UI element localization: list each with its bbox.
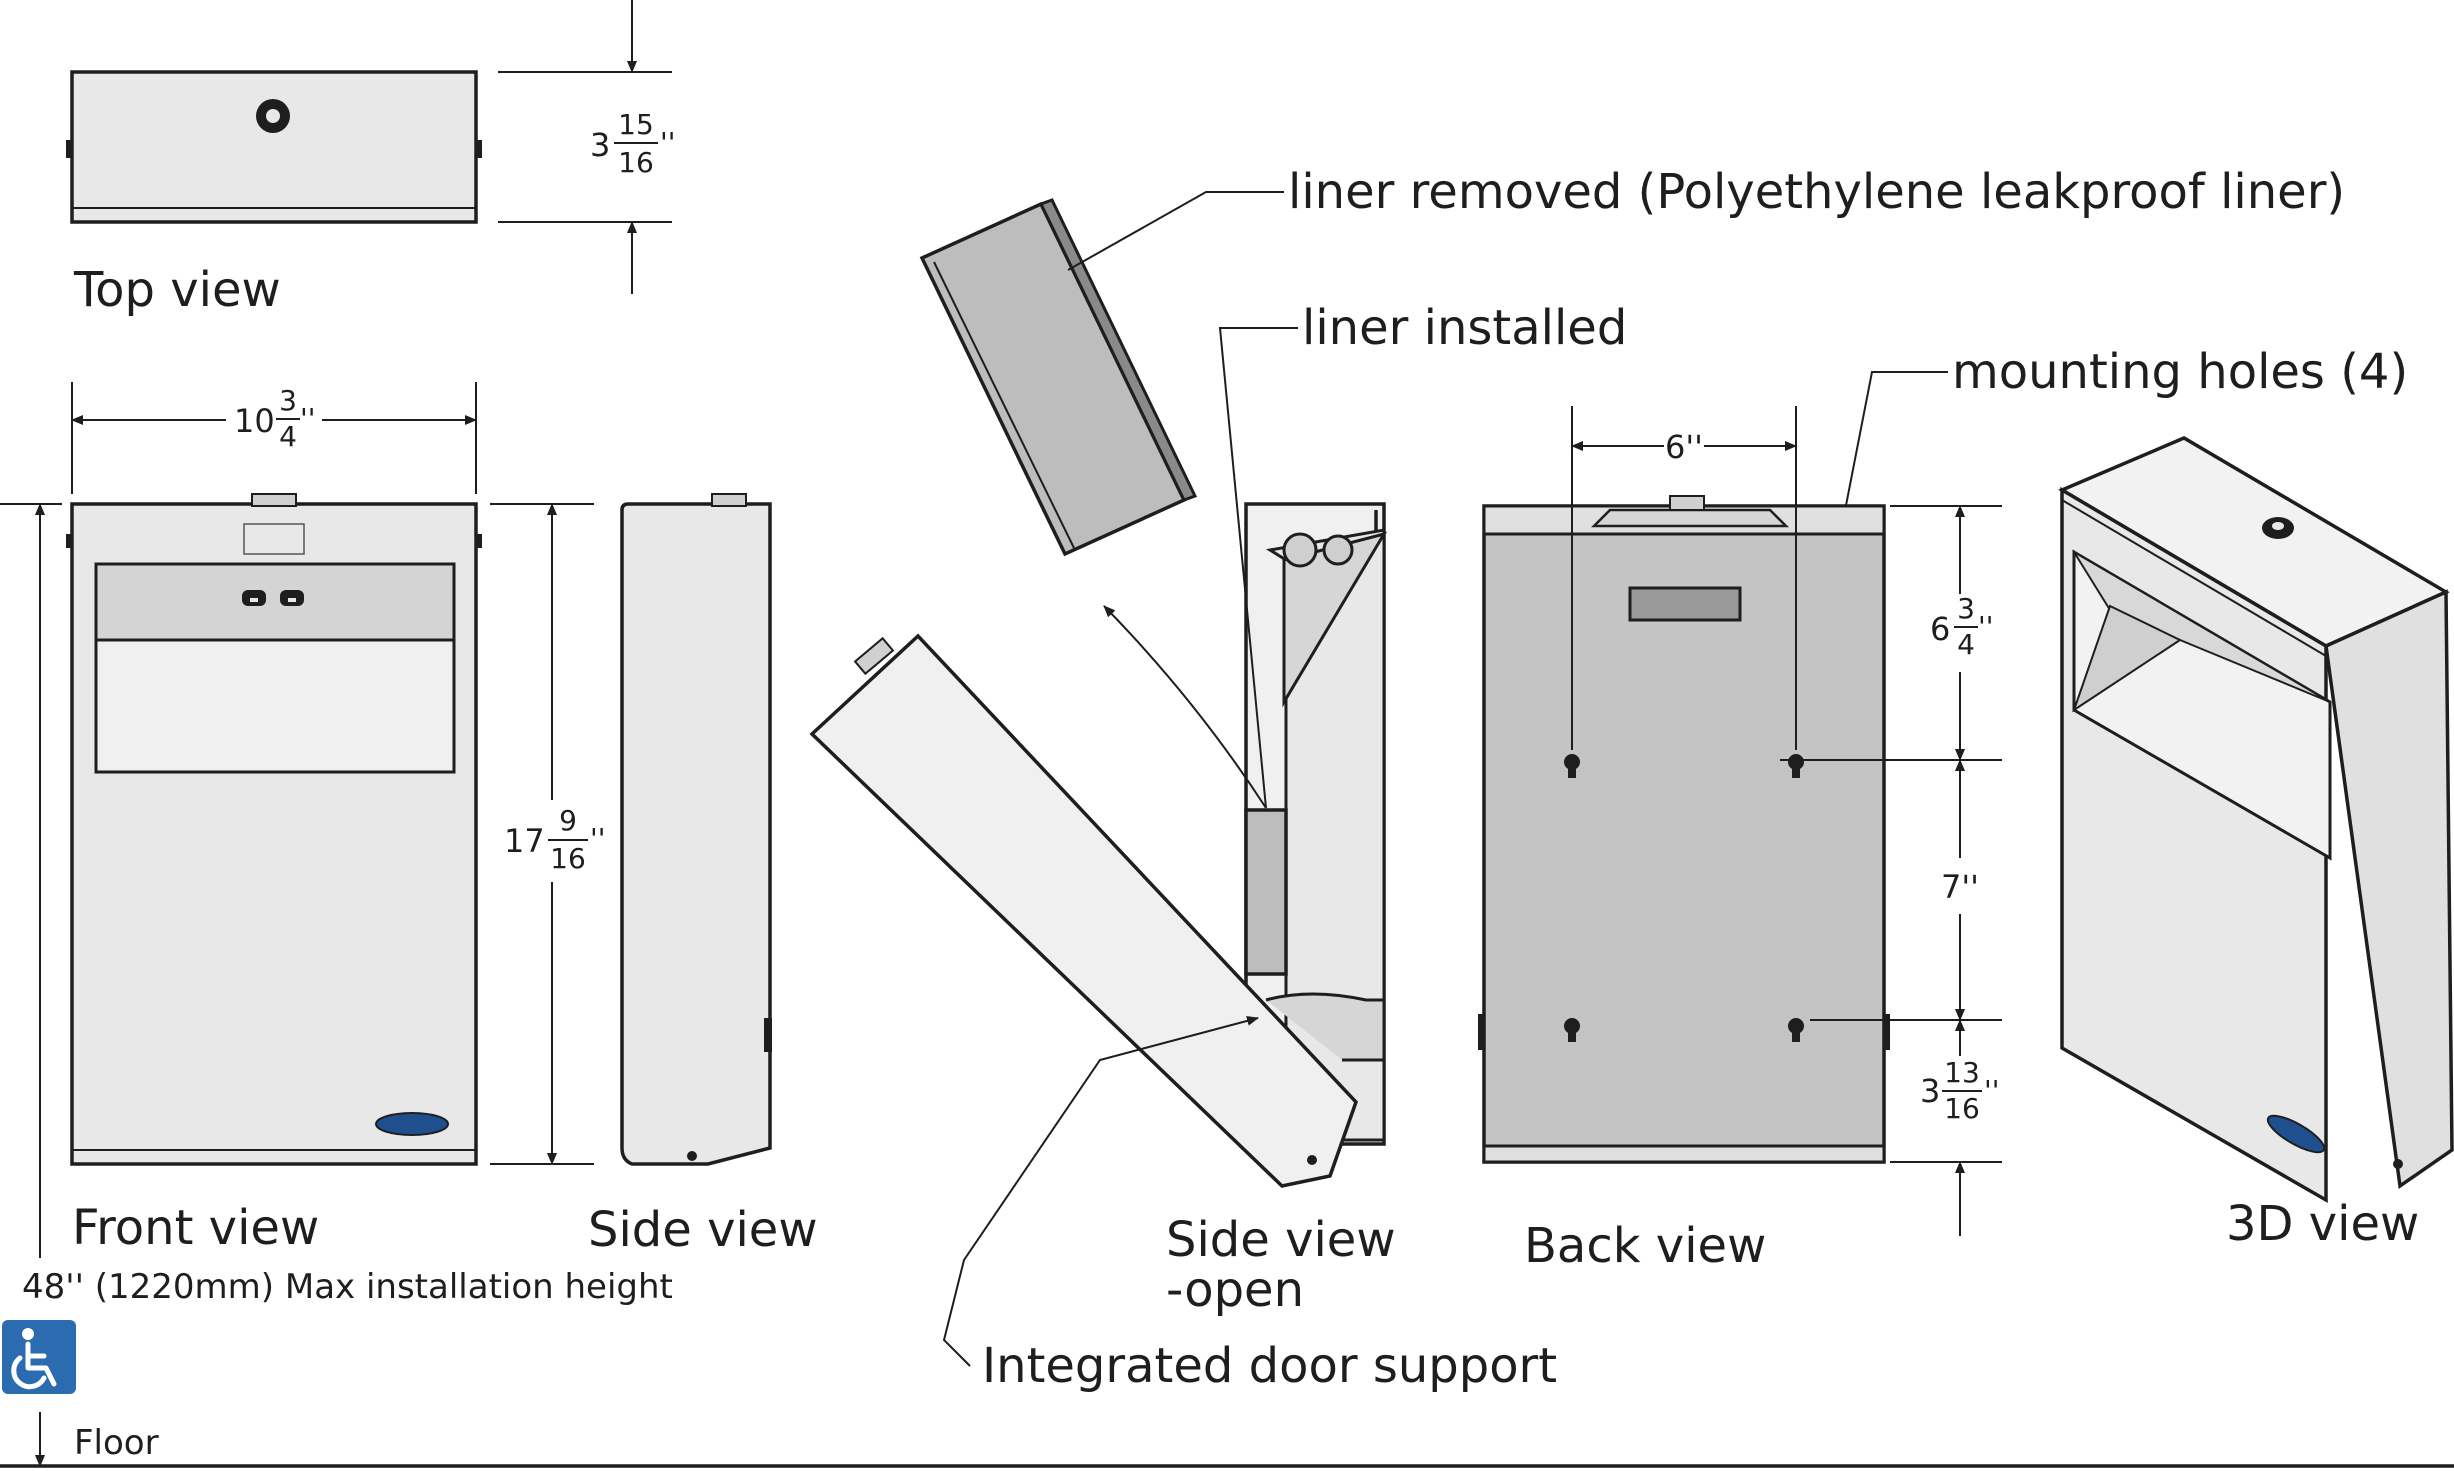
liner-removed-callout: liner removed (Polyethylene leakproof li… xyxy=(1288,164,2345,220)
front-width-den: 4 xyxy=(279,420,297,453)
mounting-hole-icon xyxy=(1564,754,1580,778)
front-width-whole: 10 xyxy=(234,402,275,440)
integrated-door-support xyxy=(1265,992,1386,1062)
front-width-dimension: 10 3 4 '' xyxy=(71,382,477,494)
back-view xyxy=(1478,495,1890,1164)
liner-removal-arrow xyxy=(1103,605,1267,809)
three-d-side xyxy=(2324,589,2454,1190)
back-bottom-whole: 3 xyxy=(1920,1072,1940,1110)
lock-keyhole xyxy=(266,109,280,123)
back-mid-text: 7'' xyxy=(1941,868,1979,906)
top-view-hinge-left xyxy=(66,140,72,158)
back-top-num: 3 xyxy=(1957,592,1975,625)
height-num: 9 xyxy=(559,804,577,837)
floor-label: Floor xyxy=(74,1423,159,1463)
top-depth-dimension: 3 15 16 '' xyxy=(498,0,675,294)
front-view xyxy=(66,493,482,1166)
door-support-callout: Integrated door support xyxy=(982,1338,1557,1394)
height-whole: 17 xyxy=(504,822,545,860)
side-view-label: Side view xyxy=(588,1202,818,1258)
front-view-lock xyxy=(251,493,297,507)
side-open-door xyxy=(809,633,1359,1188)
liner-installed-callout: liner installed xyxy=(1302,300,1627,356)
top-depth-num: 15 xyxy=(618,108,654,141)
top-depth-whole: 3 xyxy=(590,126,610,164)
frost-logo-badge xyxy=(375,1112,449,1136)
side-view-body xyxy=(620,502,772,1166)
top-view xyxy=(66,70,482,224)
side-view-open xyxy=(809,198,1388,1188)
back-vertical-dimensions: 6 3 4 '' 7'' 3 13 16 '' xyxy=(1780,505,2002,1236)
back-top-whole: 6 xyxy=(1930,610,1950,648)
back-bottom-num: 13 xyxy=(1944,1056,1980,1089)
liner-removed xyxy=(919,201,1187,557)
mounting-holes-callout: mounting holes (4) xyxy=(1952,344,2408,400)
back-spacing-text: 6'' xyxy=(1665,428,1703,466)
front-width-num: 3 xyxy=(279,384,297,417)
height-dimension: 17 9 16 '' xyxy=(490,503,605,1165)
three-d-view xyxy=(2058,436,2454,1204)
back-bottom-unit: '' xyxy=(1984,1074,1999,1107)
top-view-hinge-right xyxy=(476,140,482,158)
installation-height-dimension xyxy=(0,503,62,1467)
front-view-instruction-decal xyxy=(243,523,305,555)
height-unit: '' xyxy=(590,822,605,855)
max-installation-height-text: 48'' (1220mm) Max installation height xyxy=(22,1267,673,1307)
three-d-frost-logo xyxy=(2266,1114,2326,1154)
top-depth-unit: '' xyxy=(660,126,675,159)
height-den: 16 xyxy=(550,842,586,875)
side-open-label-line1: Side view xyxy=(1166,1212,1396,1268)
back-top-unit: '' xyxy=(1978,610,1993,643)
top-view-body xyxy=(70,70,478,224)
wheelchair-accessibility-icon xyxy=(2,1320,76,1394)
side-open-label-line2: -open xyxy=(1166,1262,1304,1318)
top-view-label: Top view xyxy=(73,262,281,318)
side-view xyxy=(620,493,772,1166)
back-bottom-den: 16 xyxy=(1944,1092,1980,1125)
back-top-den: 4 xyxy=(1957,628,1975,661)
back-view-label: Back view xyxy=(1524,1218,1766,1274)
mounting-hole-icon xyxy=(1788,1018,1804,1042)
front-view-label: Front view xyxy=(72,1200,319,1256)
front-width-unit: '' xyxy=(300,402,315,435)
front-view-flap xyxy=(94,562,456,642)
three-d-view-label: 3D view xyxy=(2226,1196,2419,1252)
mounting-hole-icon xyxy=(1788,754,1804,778)
top-depth-den: 16 xyxy=(618,146,654,179)
mounting-hole-icon xyxy=(1564,1018,1580,1042)
back-spacing-dimension: 6'' xyxy=(1571,406,1797,750)
back-view-label-plate xyxy=(1628,586,1742,622)
liner-installed xyxy=(1244,808,1288,976)
